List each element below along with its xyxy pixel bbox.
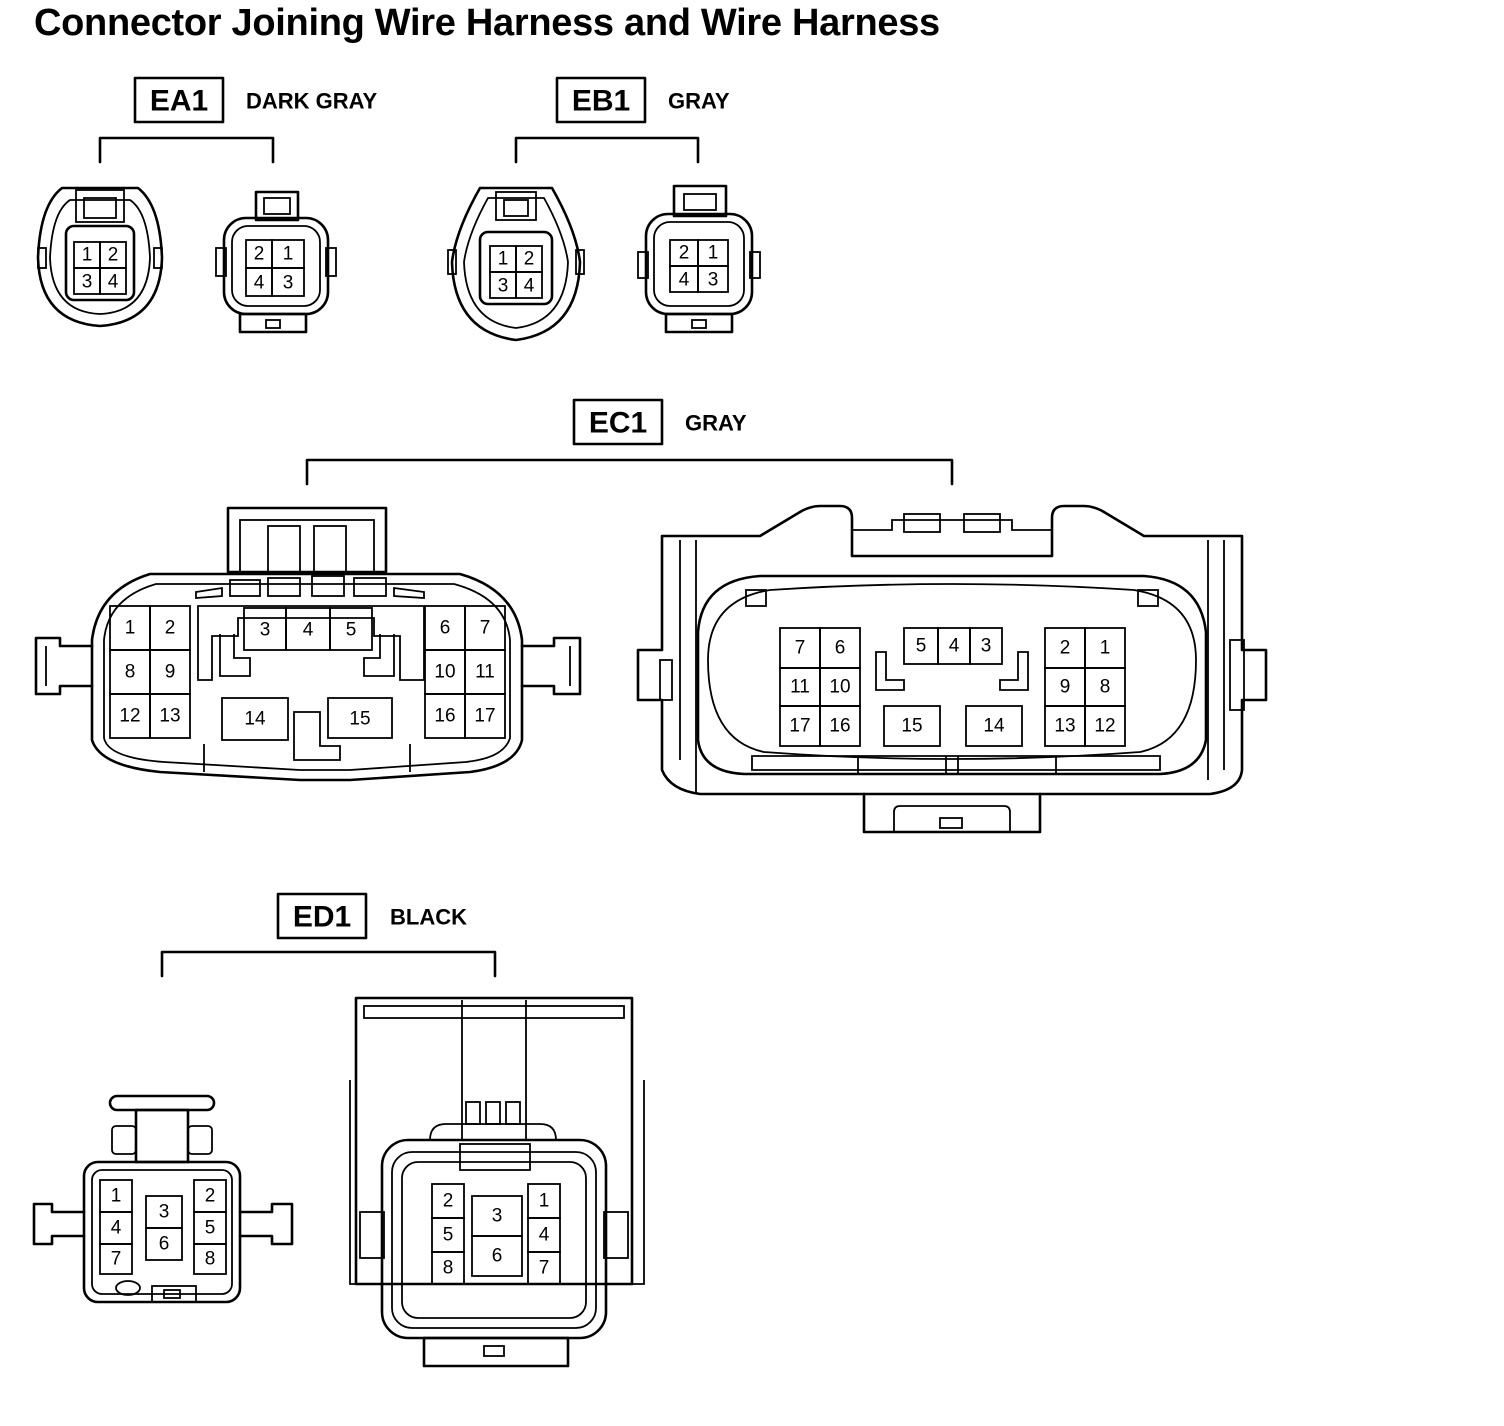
ed1-code: ED1: [293, 901, 351, 934]
ec1-f-pin: 7: [480, 618, 491, 639]
ec1-f-pin: 5: [346, 620, 357, 641]
ec1-m-pin: 14: [983, 716, 1005, 737]
ed1-f-pin: 8: [205, 1249, 216, 1270]
ed1-m-pin: 2: [443, 1191, 454, 1212]
ec1-m-pin: 1: [1100, 638, 1111, 659]
eb1-m-pin: 4: [679, 270, 690, 291]
ec1-m-pin: 5: [916, 636, 927, 657]
ed1-m-pin: 8: [443, 1258, 454, 1279]
eb1-m-pin: 2: [679, 243, 690, 264]
ec1-f-pin: 9: [165, 662, 176, 683]
ed1-label: ED1 BLACK: [160, 892, 497, 978]
eb1-f-pin: 3: [498, 276, 509, 297]
ea1-f-pin: 3: [82, 272, 93, 293]
ec1-m-pin: 13: [1054, 716, 1075, 737]
ed1-f-pin: 6: [159, 1234, 170, 1255]
ec1-f-pin: 6: [440, 618, 451, 639]
ea1-m-pin: 3: [283, 273, 294, 294]
ea1-m-pin: 4: [254, 273, 265, 294]
ed1-m-pin: 7: [539, 1258, 550, 1279]
ec1-male-connector: 7 6 11 10 17 16 5 4 3 15 14 2 1 9 8 13 1…: [636, 504, 1268, 834]
ec1-f-pin: 14: [244, 709, 266, 730]
ec1-label: EC1 GRAY: [305, 398, 954, 486]
eb1-male-connector: 2 1 4 3: [637, 184, 761, 334]
ec1-f-pin: 11: [475, 662, 495, 683]
ec1-m-pin: 8: [1100, 677, 1111, 698]
ea1-m-pin: 1: [283, 244, 294, 265]
ec1-m-pin: 3: [981, 636, 992, 657]
ec1-m-pin: 2: [1060, 638, 1071, 659]
eb1-color: GRAY: [668, 89, 730, 114]
ed1-m-pin: 1: [539, 1191, 550, 1212]
eb1-label: EB1 GRAY: [514, 76, 730, 164]
ec1-m-pin: 6: [835, 638, 846, 659]
ed1-f-pin: 5: [205, 1218, 216, 1239]
ed1-male-connector: 2 5 8 3 6 1 4 7: [349, 996, 645, 1368]
ec1-f-pin: 1: [125, 618, 136, 639]
ec1-m-pin: 17: [789, 716, 810, 737]
ec1-m-pin: 16: [829, 716, 850, 737]
ec1-f-pin: 15: [349, 709, 370, 730]
ea1-label: EA1 DARK GRAY: [98, 76, 378, 164]
ea1-f-pin: 1: [82, 245, 93, 266]
ed1-f-pin: 3: [159, 1202, 170, 1223]
ec1-f-pin: 17: [474, 706, 495, 727]
ec1-m-pin: 9: [1060, 677, 1071, 698]
ed1-f-pin: 1: [111, 1186, 122, 1207]
ed1-m-pin: 6: [492, 1246, 503, 1267]
eb1-f-pin: 2: [524, 249, 535, 270]
ed1-f-pin: 7: [111, 1249, 122, 1270]
page-title: Connector Joining Wire Harness and Wire …: [34, 2, 940, 44]
ec1-color: GRAY: [685, 411, 747, 436]
ec1-code: EC1: [589, 407, 647, 440]
ea1-male-connector: 2 1 4 3: [215, 190, 337, 334]
ed1-color: BLACK: [390, 905, 467, 930]
ec1-f-pin: 16: [434, 706, 455, 727]
eb1-f-pin: 1: [498, 249, 509, 270]
ed1-m-pin: 5: [443, 1225, 454, 1246]
ec1-m-pin: 15: [901, 716, 922, 737]
ec1-f-pin: 12: [119, 706, 140, 727]
ec1-m-pin: 10: [829, 677, 850, 698]
ea1-m-pin: 2: [254, 244, 265, 265]
ea1-female-connector: 1 2 3 4: [36, 186, 164, 328]
ea1-f-pin: 2: [108, 245, 119, 266]
ec1-female-connector: 1 2 8 9 12 13 3 4 5 6 7 10 11 16 17 14 1…: [34, 506, 582, 782]
ec1-f-pin: 13: [159, 706, 180, 727]
ec1-m-pin: 4: [949, 636, 960, 657]
eb1-m-pin: 3: [708, 270, 719, 291]
ec1-f-pin: 2: [165, 618, 176, 639]
ed1-m-pin: 4: [539, 1225, 550, 1246]
ec1-f-pin: 8: [125, 662, 136, 683]
ed1-female-connector: 1 4 7 3 6 2 5 8: [32, 1094, 294, 1304]
ec1-f-pin: 3: [260, 620, 271, 641]
ed1-f-pin: 2: [205, 1186, 216, 1207]
ec1-f-pin: 4: [303, 620, 314, 641]
ec1-m-pin: 12: [1094, 716, 1115, 737]
ea1-color: DARK GRAY: [246, 89, 378, 114]
ec1-m-pin: 11: [790, 677, 810, 698]
ed1-m-pin: 3: [492, 1206, 503, 1227]
ec1-m-pin: 7: [795, 638, 806, 659]
ec1-f-pin: 10: [434, 662, 455, 683]
ea1-code: EA1: [150, 85, 208, 118]
eb1-f-pin: 4: [524, 276, 535, 297]
eb1-female-connector: 1 2 3 4: [447, 186, 585, 342]
ed1-f-pin: 4: [111, 1218, 122, 1239]
ea1-f-pin: 4: [108, 272, 119, 293]
eb1-code: EB1: [572, 85, 630, 118]
eb1-m-pin: 1: [708, 243, 719, 264]
